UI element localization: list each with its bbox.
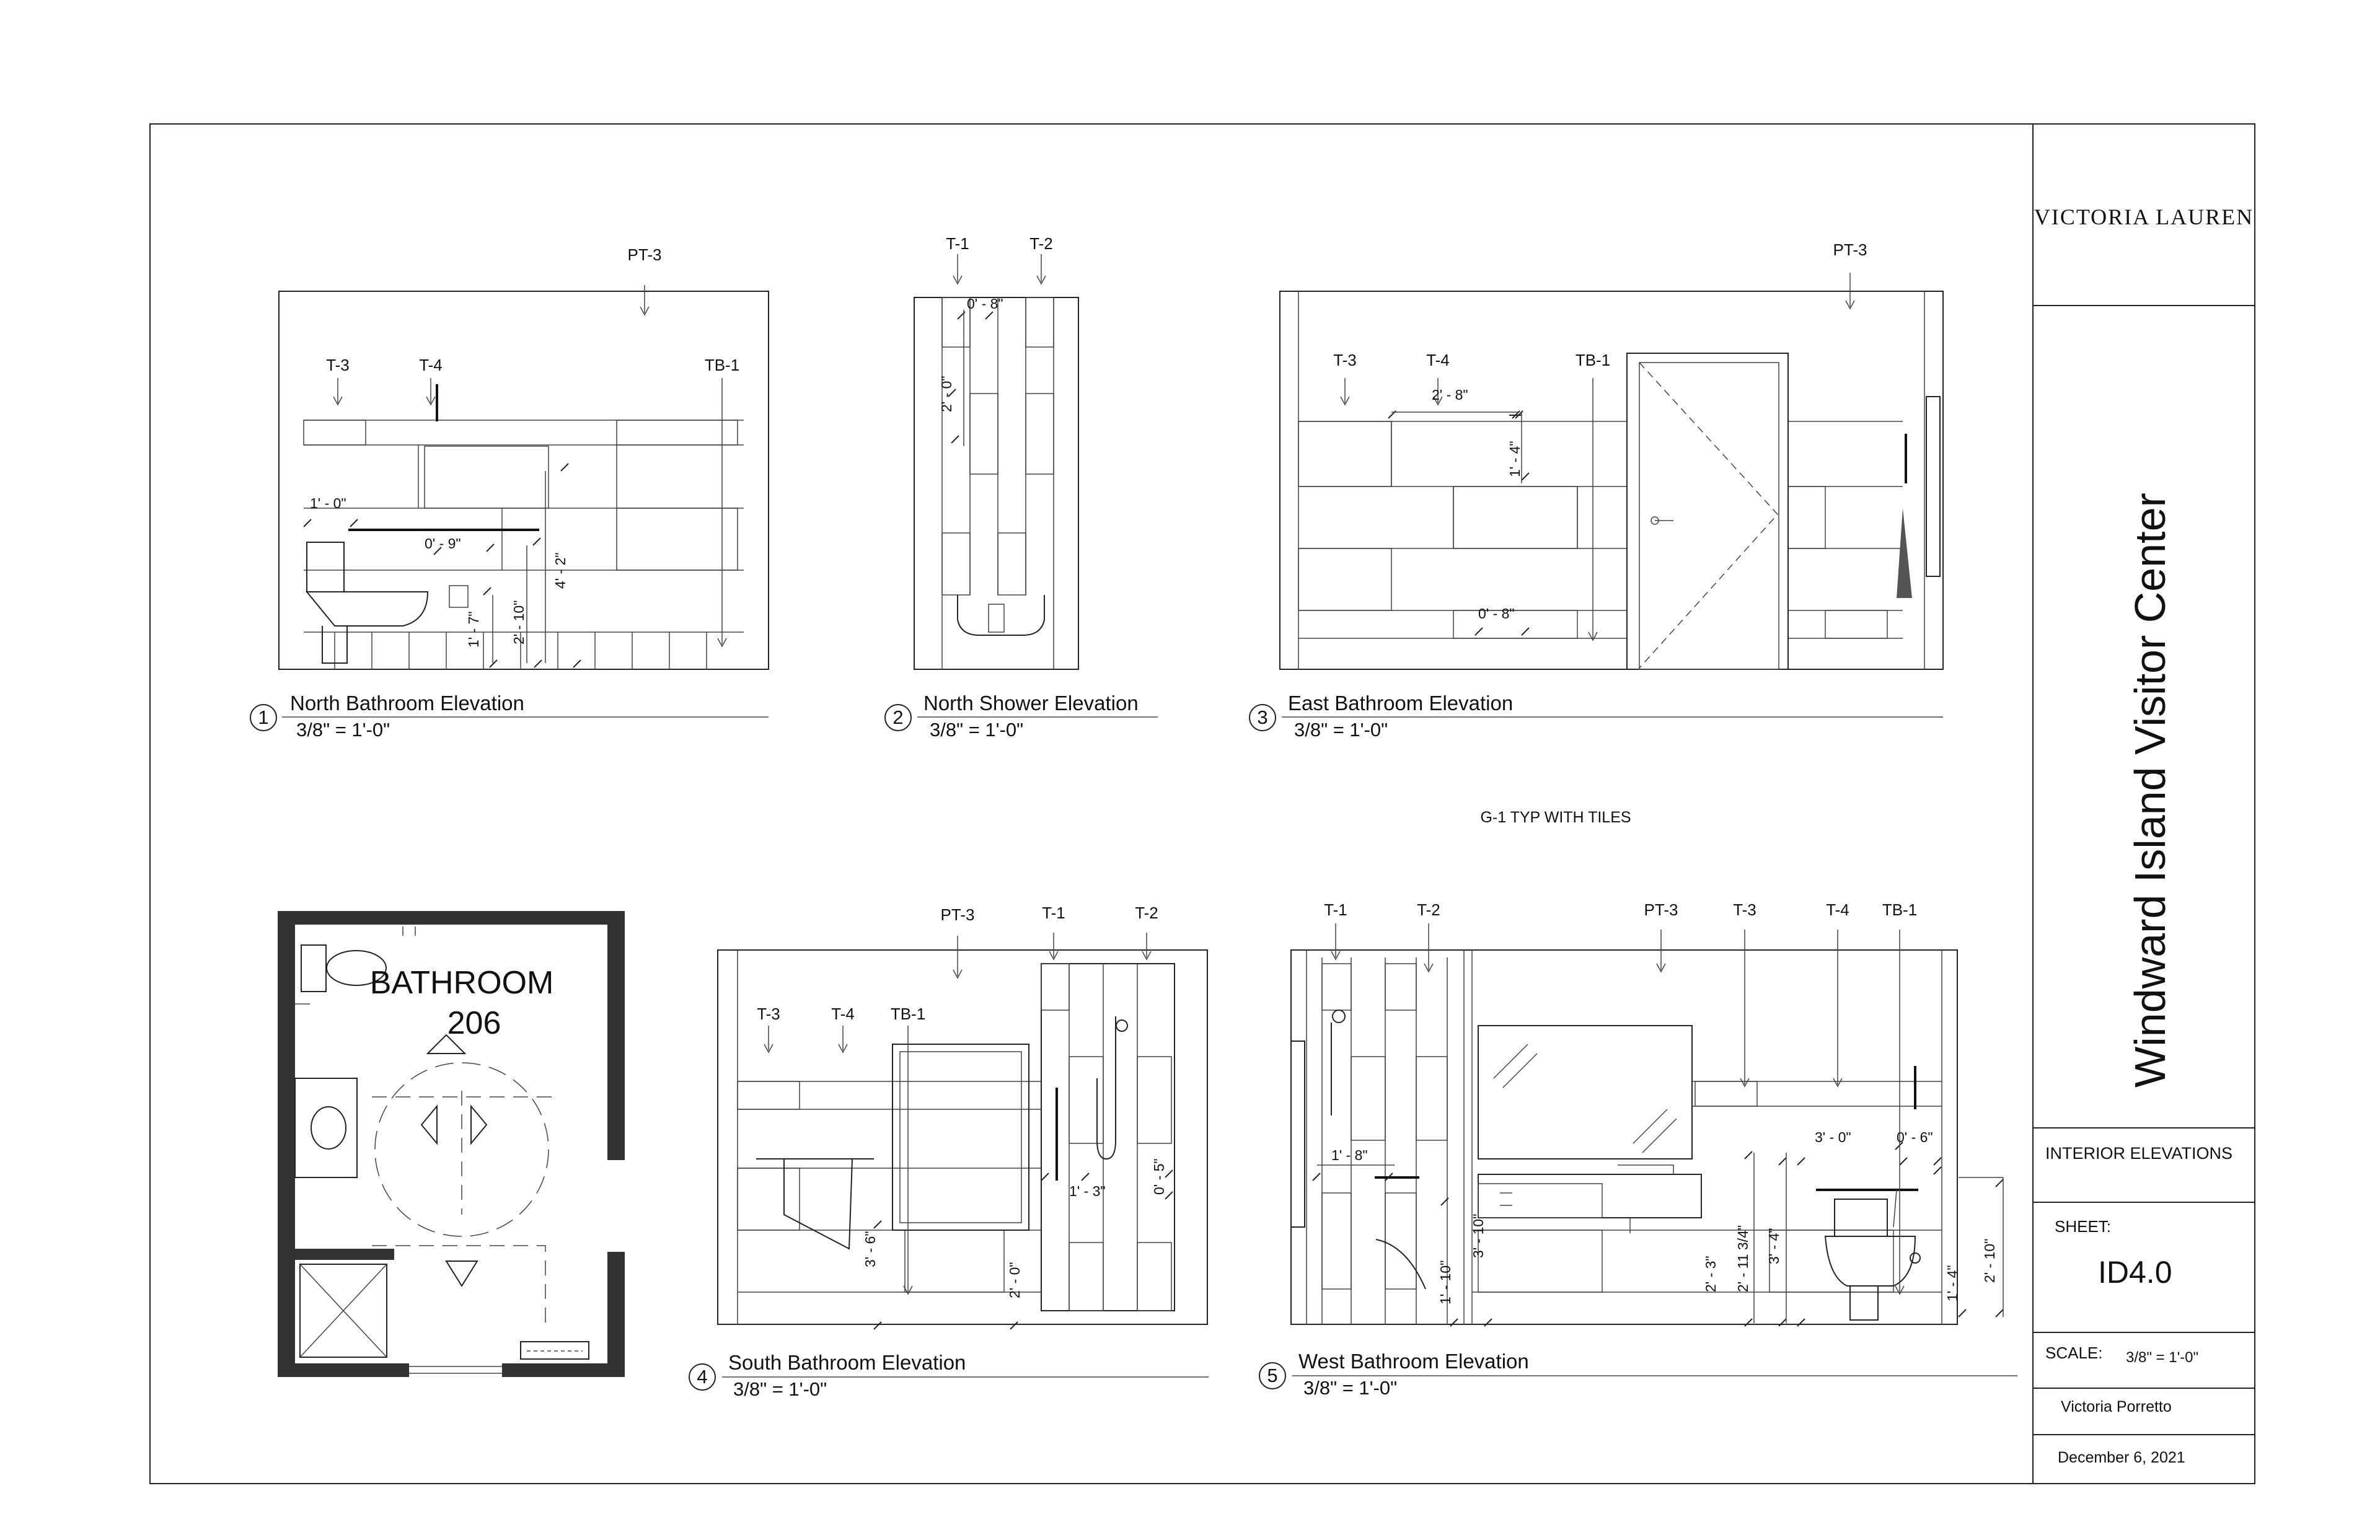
dim-0-6: 0' - 6" — [1897, 1129, 1933, 1145]
dim-0-9: 0' - 9" — [425, 535, 461, 552]
dim-2-8: 2' - 8" — [1432, 387, 1468, 403]
tag-t-2: T-2 — [1029, 234, 1053, 253]
dim-1-3: 1' - 3" — [1069, 1183, 1106, 1199]
sheet-number: ID4.0 — [2098, 1255, 2172, 1290]
view-title-text: North Shower Elevation — [923, 692, 1139, 715]
tag-t-4: T-4 — [831, 1005, 855, 1023]
tag-tb-1: TB-1 — [891, 1005, 925, 1023]
view-title-3: 3 East Bathroom Elevation 3/8" = 1'-0" — [1249, 692, 1943, 741]
north-bathroom-elevation: PT-3 T-3 T-4 TB-1 1' - 0" 0' - 9" 4' - 2… — [278, 245, 769, 670]
south-bathroom-elevation: PT-3 T-1 T-2 T-3 T-4 TB-1 3' - 6" 2' - 0… — [717, 904, 1208, 1330]
north-shower-elevation: T-1 T-2 0' - 8" 2' - 0" — [914, 234, 1079, 670]
tag-t-4: T-4 — [419, 356, 443, 374]
tag-tb-1: TB-1 — [1576, 351, 1610, 369]
view-title-text: East Bathroom Elevation — [1288, 692, 1513, 715]
view-scale: 3/8" = 1'-0" — [296, 719, 390, 741]
dim-3-4: 3' - 4" — [1766, 1228, 1782, 1264]
dim-3-6: 3' - 6" — [862, 1231, 878, 1267]
scale-label: SCALE: — [2045, 1344, 2103, 1362]
svg-text:2: 2 — [892, 706, 903, 728]
dim-2-3: 2' - 3" — [1703, 1256, 1719, 1292]
tag-pt-3: PT-3 — [1644, 900, 1678, 919]
dim-0-5: 0' - 5" — [1151, 1158, 1167, 1195]
dim-3-10: 3' - 10" — [1470, 1214, 1486, 1258]
tag-tb-1: TB-1 — [705, 356, 739, 374]
view-scale: 3/8" = 1'-0" — [1294, 719, 1388, 741]
east-bathroom-elevation: PT-3 T-3 T-4 TB-1 2' - 8" 1' - 4" 0' - 8… — [1279, 240, 1944, 670]
dim-1-4: 1' - 4" — [1507, 441, 1523, 477]
general-note: G-1 TYP WITH TILES — [1480, 809, 1631, 826]
tag-t-4: T-4 — [1826, 900, 1849, 919]
view-title-text: South Bathroom Elevation — [728, 1351, 966, 1374]
dim-0-8: 0' - 8" — [967, 296, 1003, 312]
sheet-date: December 6, 2021 — [2058, 1449, 2185, 1466]
view-scale: 3/8" = 1'-0" — [930, 719, 1023, 741]
plan-room-number: 206 — [447, 1005, 501, 1041]
scale-value: 3/8" = 1'-0" — [2126, 1349, 2198, 1366]
dim-1-7: 1' - 7" — [465, 611, 482, 648]
view-title-text: West Bathroom Elevation — [1298, 1350, 1529, 1373]
view-title-5: 5 West Bathroom Elevation 3/8" = 1'-0" — [1259, 1350, 2017, 1399]
designer-name: Victoria Porretto — [2061, 1398, 2172, 1415]
sheet-label: SHEET: — [2055, 1217, 2111, 1236]
firm-name: VICTORIA LAUREN — [2034, 205, 2254, 229]
west-bathroom-elevation: T-1 T-2 PT-3 T-3 T-4 TB-1 1' - 8" 1' - 1… — [1290, 900, 2004, 1327]
plan-room-name: BATHROOM — [370, 965, 554, 1001]
dim-1-4: 1' - 4" — [1944, 1265, 1960, 1301]
dim-2-0: 2' - 0" — [1007, 1262, 1023, 1298]
tag-t-2: T-2 — [1417, 900, 1440, 919]
view-title-4: 4 South Bathroom Elevation 3/8" = 1'-0" — [689, 1351, 1209, 1400]
tag-t-3: T-3 — [1733, 900, 1756, 919]
tag-t-1: T-1 — [946, 234, 969, 253]
sheet-border — [149, 123, 2255, 1484]
svg-text:1: 1 — [258, 706, 268, 728]
dim-1-10: 1' - 10" — [1437, 1261, 1453, 1305]
dim-0-8: 0' - 8" — [1478, 605, 1515, 622]
dim-4-2: 4' - 2" — [552, 552, 568, 589]
svg-text:5: 5 — [1267, 1365, 1277, 1386]
tag-t-2: T-2 — [1135, 904, 1158, 922]
dim-2-11-3-4: 2' - 11 3/4" — [1735, 1225, 1751, 1292]
tag-t-1: T-1 — [1042, 904, 1065, 922]
dim-1-0: 1' - 0" — [310, 495, 346, 511]
dim-2-0: 2' - 0" — [938, 376, 954, 412]
svg-text:3: 3 — [1257, 706, 1267, 728]
dim-2-10: 2' - 10" — [1981, 1239, 1998, 1283]
bathroom-floor-plan: BATHROOM 206 — [278, 911, 625, 1377]
tag-t-1: T-1 — [1324, 900, 1347, 919]
svg-text:4: 4 — [697, 1366, 707, 1388]
dim-1-8: 1' - 8" — [1331, 1147, 1368, 1163]
tag-pt-3: PT-3 — [1833, 240, 1867, 259]
sheet-title: INTERIOR ELEVATIONS — [2045, 1144, 2232, 1163]
tag-t-3: T-3 — [757, 1005, 780, 1023]
view-scale: 3/8" = 1'-0" — [733, 1378, 827, 1400]
dim-3-0: 3' - 0" — [1815, 1129, 1851, 1145]
tag-t-3: T-3 — [1333, 351, 1357, 369]
tag-t-4: T-4 — [1426, 351, 1450, 369]
tag-pt-3: PT-3 — [941, 905, 975, 924]
title-block: VICTORIA LAUREN Windward Island Visitor … — [2033, 205, 2255, 1466]
tag-tb-1: TB-1 — [1882, 900, 1917, 919]
view-title-text: North Bathroom Elevation — [290, 692, 524, 715]
view-title-1: 1 North Bathroom Elevation 3/8" = 1'-0" — [250, 692, 769, 741]
project-name: Windward Island Visitor Center — [2126, 493, 2174, 1088]
view-scale: 3/8" = 1'-0" — [1303, 1377, 1397, 1399]
tag-pt-3: PT-3 — [628, 245, 662, 264]
view-title-2: 2 North Shower Elevation 3/8" = 1'-0" — [884, 692, 1158, 741]
dim-2-10: 2' - 10" — [511, 601, 527, 645]
tag-t-3: T-3 — [326, 356, 350, 374]
